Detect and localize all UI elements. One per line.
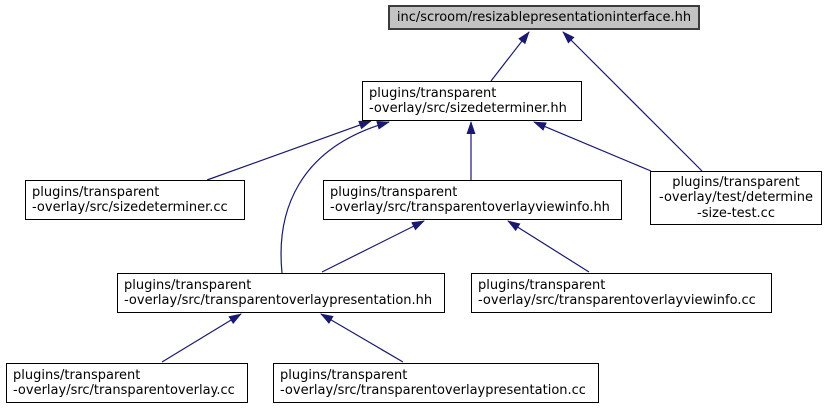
node-sizedeterminer-hh[interactable]: plugins/transparent -overlay/src/sizedet… bbox=[362, 81, 582, 121]
edge-determine-size-test-cc-to-root bbox=[562, 31, 703, 172]
node-label: plugins/transparent -overlay/src/transpa… bbox=[330, 184, 610, 216]
node-label: plugins/transparent -overlay/src/sizedet… bbox=[32, 184, 228, 216]
node-sizedeterminer-cc[interactable]: plugins/transparent -overlay/src/sizedet… bbox=[25, 180, 245, 220]
node-label: plugins/transparent -overlay/test/determ… bbox=[659, 174, 813, 221]
node-label: plugins/transparent -overlay/src/sizedet… bbox=[369, 85, 567, 117]
edge-transparentoverlaypresentation-hh-to-sizedeterminer-hh bbox=[280, 120, 390, 274]
edge-transparentoverlaypresentation-hh-to-transparentoverlayviewinfo-hh bbox=[321, 220, 425, 273]
node-label: plugins/transparent -overlay/src/transpa… bbox=[13, 367, 235, 399]
node-resizablepresentationinterface-hh[interactable]: inc/scroom/resizablepresentationinterfac… bbox=[388, 5, 700, 30]
node-transparentoverlay-cc[interactable]: plugins/transparent -overlay/src/transpa… bbox=[6, 363, 248, 403]
node-label: plugins/transparent -overlay/src/transpa… bbox=[124, 277, 433, 309]
node-determine-size-test-cc[interactable]: plugins/transparent -overlay/test/determ… bbox=[650, 171, 822, 225]
node-label: plugins/transparent -overlay/src/transpa… bbox=[478, 277, 756, 309]
edge-transparentoverlayviewinfo-cc-to-transparentoverlayviewinfo-hh bbox=[507, 220, 590, 273]
node-transparentoverlayviewinfo-hh[interactable]: plugins/transparent -overlay/src/transpa… bbox=[323, 180, 622, 220]
node-transparentoverlayviewinfo-cc[interactable]: plugins/transparent -overlay/src/transpa… bbox=[471, 273, 772, 313]
edge-sizedeterminer-hh-to-root bbox=[490, 31, 530, 82]
node-label: inc/scroom/resizablepresentationinterfac… bbox=[396, 9, 692, 25]
edge-transparentoverlay-cc-to-transparentoverlaypresentation-hh bbox=[161, 313, 242, 363]
edge-transparentoverlaypresentation-cc-to-transparentoverlaypresentation-hh bbox=[320, 313, 404, 363]
node-label: plugins/transparent -overlay/src/transpa… bbox=[280, 367, 586, 399]
edge-sizedeterminer-cc-to-sizedeterminer-hh bbox=[206, 120, 372, 181]
node-transparentoverlaypresentation-hh[interactable]: plugins/transparent -overlay/src/transpa… bbox=[117, 273, 445, 313]
edge-determine-size-test-cc-to-sizedeterminer-hh bbox=[533, 121, 652, 172]
node-transparentoverlaypresentation-cc[interactable]: plugins/transparent -overlay/src/transpa… bbox=[273, 363, 599, 403]
